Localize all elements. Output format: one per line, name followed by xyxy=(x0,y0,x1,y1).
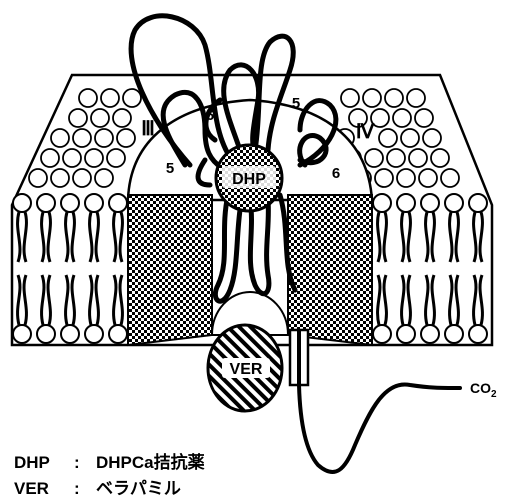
segment-5-right: 5 xyxy=(292,95,300,112)
domain-iv-label: Ⅳ xyxy=(356,121,375,143)
domain-iii-label: Ⅲ xyxy=(141,118,155,140)
co2-label: CO2 xyxy=(470,380,497,400)
co2-tail xyxy=(299,384,460,472)
segment-5-left: 5 xyxy=(166,160,174,177)
dhp-label: DHP xyxy=(232,171,266,188)
pore-segment-left xyxy=(128,195,212,345)
segment-6-right: 6 xyxy=(332,165,340,182)
legend-dhp: DHP:DHPCa拮抗薬 xyxy=(14,448,205,473)
pore-segment-right xyxy=(288,195,372,345)
ver-label: VER xyxy=(230,361,263,378)
segment-6-left: 6 xyxy=(206,107,214,124)
legend-ver: VER:ベラパミル xyxy=(14,474,181,499)
